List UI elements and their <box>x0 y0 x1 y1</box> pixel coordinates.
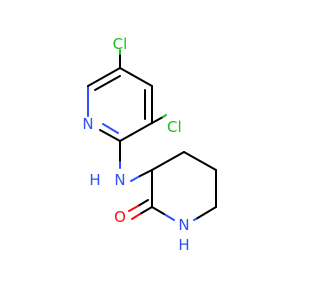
bond-c6-c5-inner <box>94 75 121 91</box>
bond-c4p-c5p <box>183 151 217 171</box>
pyridine-ring <box>87 67 153 142</box>
bond-c3p-c4p <box>151 151 185 171</box>
piperidinone-ring <box>151 151 217 221</box>
molecule-structure: Cl Cl N H N O N H <box>82 35 217 254</box>
bond-c6p-n1p-colored <box>193 218 197 221</box>
bond-c6p-n1p <box>195 206 217 220</box>
bond-nh-c3p-black <box>139 169 153 177</box>
bond-c2p-o-second-colored <box>128 205 139 212</box>
bond-c3-cl <box>151 116 164 124</box>
bond-c2p-o-second <box>137 199 149 207</box>
bond-c2p-o-colored <box>131 213 141 220</box>
atom-nh-amine-h: H <box>89 171 100 189</box>
atom-n-pyridine: N <box>82 115 93 133</box>
atom-n-lactam-n: N <box>178 216 189 234</box>
bond-nh-c3p <box>130 175 141 182</box>
bond-c2-n1-inner <box>102 123 119 134</box>
atom-n-lactam-h: H <box>178 236 189 254</box>
bond-c5-c4 <box>119 67 153 87</box>
bond-c6-c5 <box>87 67 121 87</box>
bond-c3-cl-colored <box>162 114 167 118</box>
bond-n1p-c2p-colored <box>163 213 175 221</box>
bond-c2p-o <box>139 206 153 215</box>
bond-c2-n1 <box>99 129 121 142</box>
atom-nh-amine-n: N <box>114 171 125 189</box>
atom-cl-top: Cl <box>113 35 128 53</box>
bond-n1p-c2p <box>151 206 165 215</box>
bond-c3-c2 <box>119 122 153 142</box>
atom-o-carbonyl: O <box>114 208 126 226</box>
atom-cl-right: Cl <box>167 118 182 136</box>
